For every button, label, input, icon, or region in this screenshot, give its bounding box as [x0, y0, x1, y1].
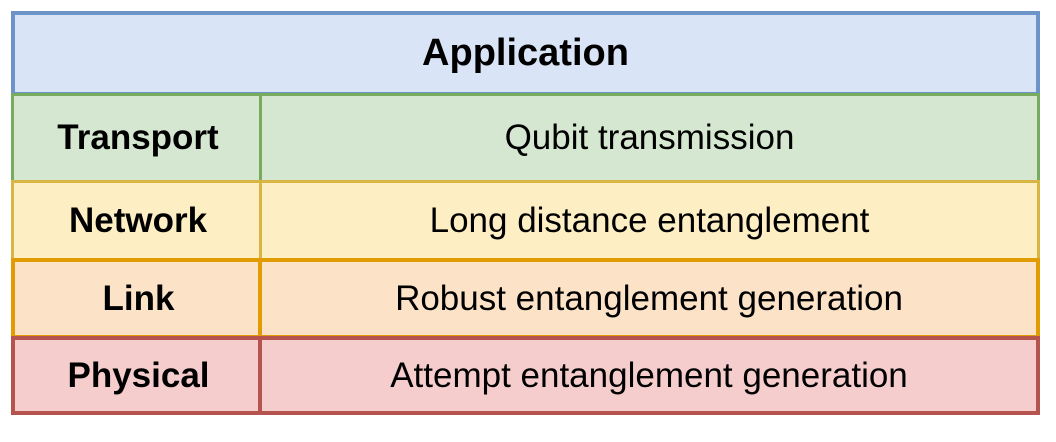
layer-description-transport: Qubit transmission	[259, 93, 1040, 183]
layer-description-link: Robust entanglement generation	[258, 258, 1040, 339]
stack-row-physical: Physical Attempt entanglement generation	[11, 336, 1040, 415]
layer-label-network: Network	[11, 180, 262, 261]
stack-row-transport: Transport Qubit transmission	[11, 93, 1040, 183]
protocol-stack-diagram: Application Transport Qubit transmission…	[11, 11, 1040, 427]
stack-row-network: Network Long distance entanglement	[11, 180, 1040, 261]
layer-label-transport: Transport	[11, 93, 262, 183]
layer-label-physical: Physical	[11, 336, 262, 415]
layer-label-link: Link	[11, 258, 262, 339]
stack-row-link: Link Robust entanglement generation	[11, 258, 1040, 339]
layer-description-physical: Attempt entanglement generation	[258, 336, 1040, 415]
layer-cell-application: Application	[11, 11, 1040, 96]
layer-description-network: Long distance entanglement	[259, 180, 1040, 261]
stack-row-application: Application	[11, 11, 1040, 96]
